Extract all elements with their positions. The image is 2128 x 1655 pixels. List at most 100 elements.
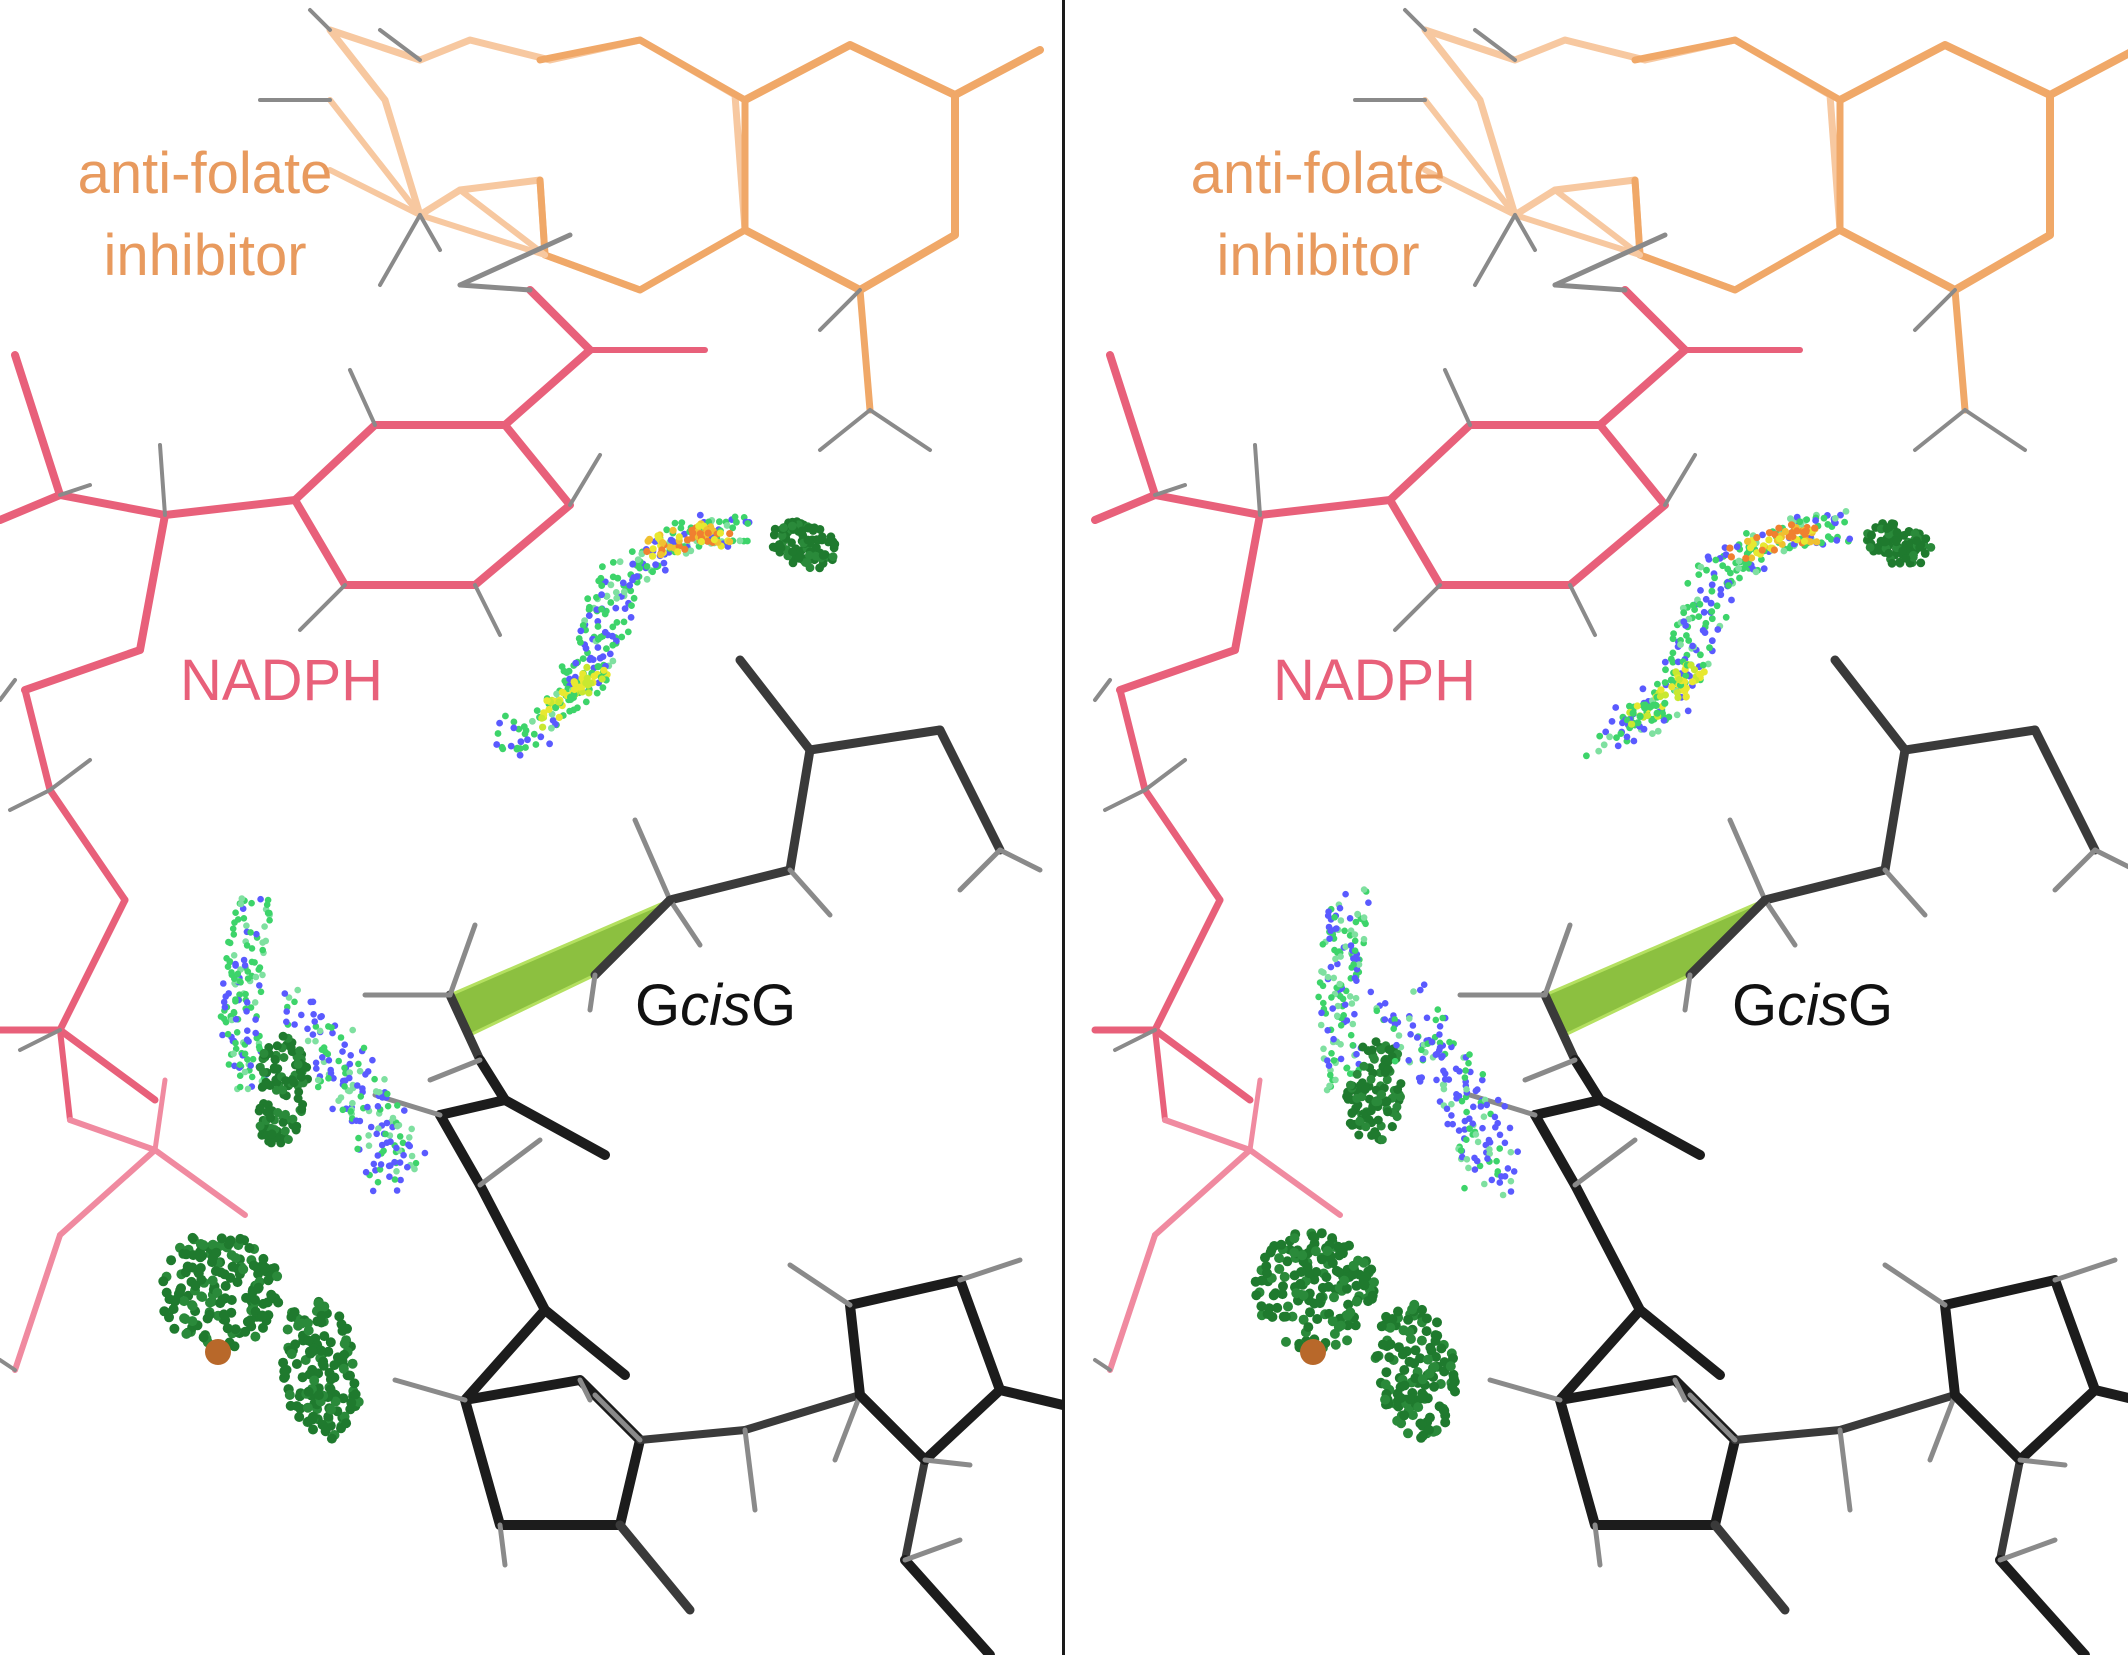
contact-dot (261, 923, 268, 930)
contact-dot (1326, 1082, 1333, 1090)
contact-dot (620, 618, 628, 626)
contact-dot (1458, 1097, 1466, 1105)
contact-dot (260, 1262, 271, 1273)
contact-dot (671, 519, 679, 527)
contact-dot (1436, 1039, 1444, 1047)
contact-dot (1337, 1055, 1345, 1063)
nadph-bond (1107, 1232, 1158, 1373)
contact-dot (1901, 554, 1911, 563)
contact-dot (1744, 537, 1752, 546)
contact-dot (179, 1313, 190, 1324)
contact-dot (339, 1048, 346, 1055)
contact-dot (267, 1129, 277, 1139)
contact-dot (1486, 1150, 1493, 1157)
contact-dot (582, 679, 590, 687)
contact-dot (281, 990, 289, 997)
contact-dot (312, 1023, 320, 1030)
contact-dot (294, 986, 302, 994)
contact-dot (696, 530, 704, 538)
contact-dot (1846, 535, 1854, 543)
hydrogen-bond (568, 453, 602, 507)
contact-dot (370, 1160, 378, 1168)
contact-dot (244, 1056, 251, 1063)
hydrogen-bond (1552, 232, 1668, 288)
contact-dot (1361, 1122, 1371, 1132)
protein-bond (2030, 725, 2100, 855)
contact-dot (1483, 1101, 1491, 1109)
contact-dot (273, 1064, 283, 1074)
contact-dot (187, 1232, 198, 1243)
contact-dot (1283, 1301, 1293, 1312)
contact-dot (232, 1015, 240, 1023)
contact-dot (667, 536, 675, 544)
hydrogen-bond (997, 847, 1043, 873)
contact-dot (1383, 1064, 1393, 1074)
contact-dot (236, 1061, 244, 1068)
inhibitor-bond (1552, 187, 1643, 258)
contact-dot (187, 1300, 198, 1311)
hydrogen-bond (58, 483, 92, 497)
contact-dot (313, 1065, 320, 1072)
hydrogen-bond (457, 232, 573, 288)
contact-dot (603, 592, 611, 600)
contact-dot (297, 1104, 307, 1114)
protein-bond (735, 655, 815, 755)
contact-dot (1472, 1131, 1480, 1138)
hydrogen-bond (1913, 288, 1957, 332)
contact-dot (1336, 904, 1344, 912)
inhibitor-bond (1951, 286, 1969, 414)
contact-dot (218, 1309, 229, 1320)
contact-dot (808, 526, 818, 535)
contact-dot (381, 1076, 388, 1083)
contact-dot (660, 559, 668, 567)
contact-dot (1708, 637, 1716, 645)
contact-dot (291, 1021, 298, 1028)
contact-dot (339, 1106, 347, 1114)
contact-dot (379, 1094, 386, 1101)
protein-bond (615, 1520, 695, 1615)
hydrogen-bond (667, 897, 703, 948)
hydrogen-bond (1837, 1427, 1853, 1513)
contact-dot (1680, 618, 1688, 626)
hydrogen-bond (957, 1257, 1023, 1283)
contact-dot (187, 1316, 198, 1327)
contact-dot (287, 1075, 297, 1085)
contact-dot (1476, 1162, 1484, 1170)
contact-dot (1908, 552, 1918, 562)
contact-dot (1352, 1069, 1362, 1079)
nadph-bond (67, 1117, 158, 1153)
hydrogen-bond (592, 1392, 643, 1443)
contact-dot (310, 1011, 317, 1018)
contact-dot (1689, 601, 1697, 609)
contact-dot (1377, 1339, 1388, 1350)
contact-dot (1629, 709, 1637, 717)
hydrogen-bond (632, 817, 673, 903)
contact-dot (1702, 595, 1710, 603)
contact-dot (545, 705, 553, 714)
contact-dot (282, 1324, 293, 1335)
contact-dot (813, 535, 823, 545)
contact-dot (585, 612, 593, 619)
contact-dot (1351, 974, 1359, 982)
contact-dot (744, 537, 751, 545)
contact-dot (349, 1378, 360, 1389)
contact-dot (365, 1132, 372, 1139)
contact-dot (609, 641, 617, 649)
contact-dot (1418, 1046, 1425, 1054)
contact-dot (248, 945, 256, 952)
contact-dot (253, 930, 260, 938)
contact-dot (607, 581, 615, 589)
contact-dot (1369, 1277, 1379, 1288)
nadph-bond (46, 786, 129, 904)
contact-dot (223, 955, 230, 962)
contact-dot (1367, 1290, 1378, 1301)
contact-dot (346, 1074, 353, 1082)
contact-dot (1376, 1321, 1387, 1332)
nadph-bond (1116, 646, 1239, 694)
contact-dot (695, 522, 703, 530)
contact-dot (516, 751, 524, 759)
contact-dot (226, 939, 234, 947)
contact-dot (266, 1113, 276, 1123)
contact-dot (309, 1031, 317, 1038)
contact-dot (1330, 974, 1338, 982)
